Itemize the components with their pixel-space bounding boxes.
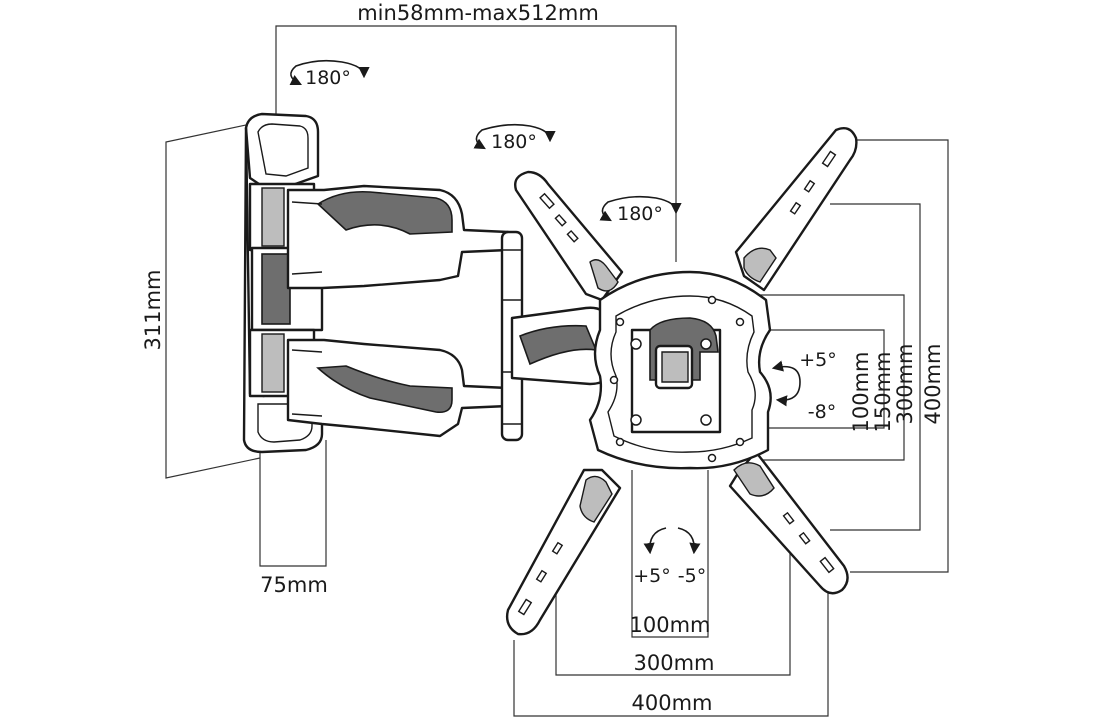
swivel-head-arrow [599,195,682,222]
label-wall-depth: 75mm [260,573,328,597]
dim-h100-line [631,470,709,638]
rotate-right-arrow [677,527,701,555]
wall-plate [242,112,324,454]
labels: min58mm-max512mm 311mm 75mm 180° 180° 18… [141,1,945,715]
label-tilt-up: +5° [799,349,837,371]
label-v100: 100mm [849,352,873,433]
dim-h300-line [555,520,791,676]
vesa-bracket [505,127,858,636]
dim-v400-line [850,139,949,573]
label-swivel-wall: 180° [305,67,351,89]
label-h400: 400mm [632,691,713,715]
dim-v300-line [830,203,921,531]
dim-wall-height-line [165,121,261,479]
label-h100: 100mm [630,613,711,637]
rotation-indicators [289,59,801,555]
dim-h400-line [513,592,829,717]
label-wall-height: 311mm [141,270,165,351]
label-tilt-down: -8° [808,401,836,423]
rotate-left-arrow [643,527,667,555]
label-swivel-middle: 180° [491,131,537,153]
label-v300: 300mm [893,344,917,425]
dim-arm-extension-line [275,25,677,262]
label-arm-extension: min58mm-max512mm [357,1,599,25]
tilt-arrow [771,360,801,407]
dim-wall-depth-line [259,440,327,567]
dim-v100-line [740,329,885,429]
label-swivel-head: 180° [617,203,663,225]
dim-v150-line [760,294,905,461]
label-rotate-right: -5° [678,565,706,587]
swivel-wall-arrow [289,59,370,86]
label-v150: 150mm [871,352,895,433]
dimension-lines [165,25,949,717]
label-v400: 400mm [921,344,945,425]
label-h300: 300mm [634,651,715,675]
label-rotate-left: +5° [633,565,671,587]
swivel-middle-arrow [473,123,556,150]
